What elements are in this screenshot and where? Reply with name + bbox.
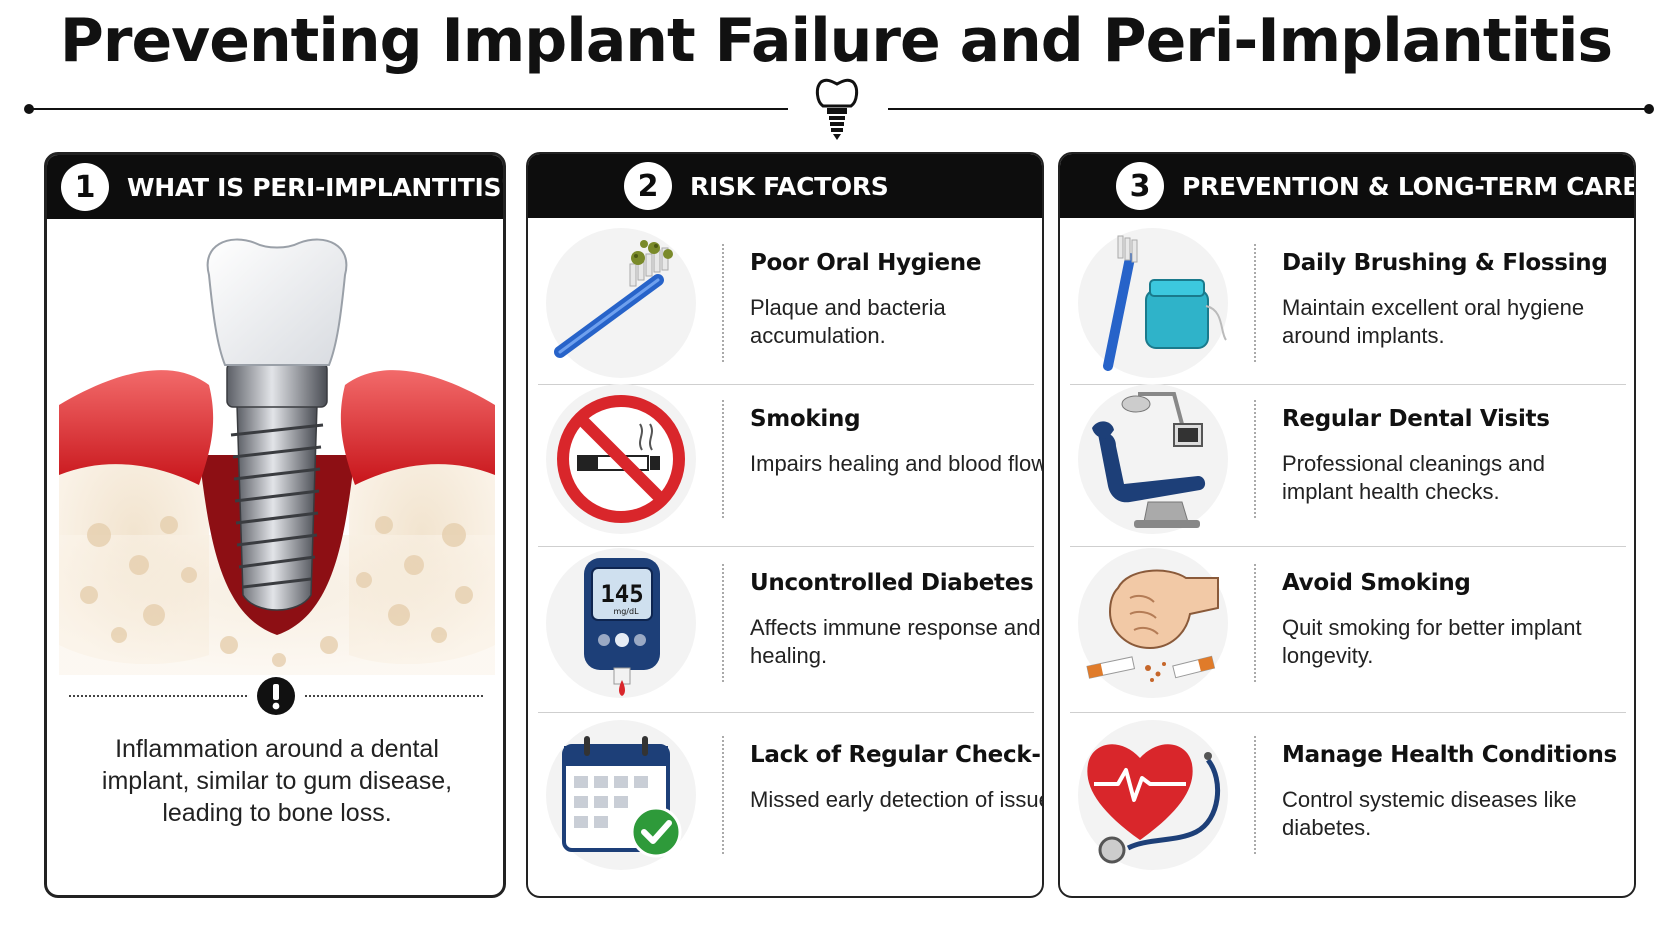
- divider-left: [69, 695, 247, 697]
- prevention-text: Maintain excellent oral hygiene around i…: [1282, 295, 1585, 348]
- risk-item-checkups: Lack of Regular Check-ups Missed early d…: [538, 712, 1042, 872]
- prevention-title: Manage Health Conditions: [1282, 742, 1617, 768]
- panel-prevention-number: 3: [1116, 162, 1164, 210]
- calendar-check-icon: [562, 736, 682, 858]
- prevention-item-health: Manage Health Conditions Control systemi…: [1070, 712, 1626, 872]
- risk-title: Lack of Regular Check-ups: [750, 742, 1042, 768]
- prevention-text: Control systemic diseases like diabetes.: [1282, 787, 1577, 840]
- risk-text: Impairs healing and blood flow.: [750, 451, 1044, 476]
- meter-value: 145: [600, 580, 643, 608]
- panel-risk-factors-number: 2: [624, 162, 672, 210]
- panel-prevention-heading: PREVENTION & LONG-TERM CARE: [1182, 171, 1636, 201]
- dirty-toothbrush-icon: [554, 240, 673, 358]
- dental-chair-icon: [1092, 392, 1206, 528]
- prevention-item-brushing: Daily Brushing & Flossing Maintain excel…: [1070, 220, 1626, 380]
- risk-title: Smoking: [750, 406, 861, 432]
- panel-prevention-header: 3 PREVENTION & LONG-TERM CARE: [1060, 154, 1634, 218]
- title-rule-left: [28, 108, 788, 110]
- panel-prevention: 3 PREVENTION & LONG-TERM CARE Daily Brus…: [1058, 152, 1636, 898]
- implant-tooth-icon: [815, 78, 859, 140]
- glucose-meter-icon: 145 mg/dL: [584, 558, 660, 696]
- prevention-title: Regular Dental Visits: [1282, 406, 1550, 432]
- alert-icon: [257, 677, 295, 715]
- panel-risk-factors: 2 RISK FACTORS Poor Oral Hygiene: [526, 152, 1044, 898]
- meter-unit: mg/dL: [613, 607, 639, 616]
- risk-title: Poor Oral Hygiene: [750, 250, 982, 276]
- prevention-title: Avoid Smoking: [1282, 570, 1471, 596]
- panel-what-is: 1 WHAT IS PERI-IMPLANTITIS?: [44, 152, 506, 898]
- title-rule-dot-right: [1644, 104, 1654, 114]
- risk-text: Missed early detection of issues.: [750, 787, 1044, 812]
- implant-cross-section-icon: [59, 238, 495, 675]
- no-smoking-icon: [557, 395, 685, 523]
- risk-text: Plaque and bacteria accumulation.: [750, 295, 946, 348]
- toothbrush-floss-icon: [1103, 235, 1227, 371]
- prevention-text: Quit smoking for better implant longevit…: [1282, 615, 1582, 668]
- page-title: Preventing Implant Failure and Peri-Impl…: [59, 6, 1613, 76]
- risk-item-diabetes: 145 mg/dL Uncontrolled Diabetes Affects …: [538, 540, 1041, 700]
- heart-stethoscope-icon: [1087, 744, 1221, 864]
- prevention-text: Professional cleanings and implant healt…: [1282, 451, 1545, 504]
- risk-title: Uncontrolled Diabetes: [750, 570, 1034, 596]
- risk-item-poor-hygiene: Poor Oral Hygiene Plaque and bacteria ac…: [538, 220, 1034, 380]
- prevention-item-visits: Regular Dental Visits Professional clean…: [1070, 376, 1626, 536]
- title-rule-right: [888, 108, 1650, 110]
- panel-risk-factors-heading: RISK FACTORS: [690, 171, 889, 201]
- title-rule-dot-left: [24, 104, 34, 114]
- panel-risk-factors-header: 2 RISK FACTORS: [528, 154, 1042, 218]
- divider-right: [305, 695, 483, 697]
- crushed-cigarette-icon: [1086, 569, 1219, 682]
- prevention-item-avoid-smoking: Avoid Smoking Quit smoking for better im…: [1070, 540, 1626, 700]
- panel-what-is-heading: WHAT IS PERI-IMPLANTITIS?: [127, 172, 506, 202]
- panel-what-is-header: 1 WHAT IS PERI-IMPLANTITIS?: [47, 155, 503, 219]
- panel-what-is-number: 1: [61, 163, 109, 211]
- prevention-title: Daily Brushing & Flossing: [1282, 250, 1608, 276]
- risk-text: Affects immune response and healing.: [750, 615, 1041, 668]
- peri-implantitis-description: Inflammation around a dental implant, si…: [101, 735, 453, 827]
- risk-item-smoking: Smoking Impairs healing and blood flow.: [538, 376, 1042, 536]
